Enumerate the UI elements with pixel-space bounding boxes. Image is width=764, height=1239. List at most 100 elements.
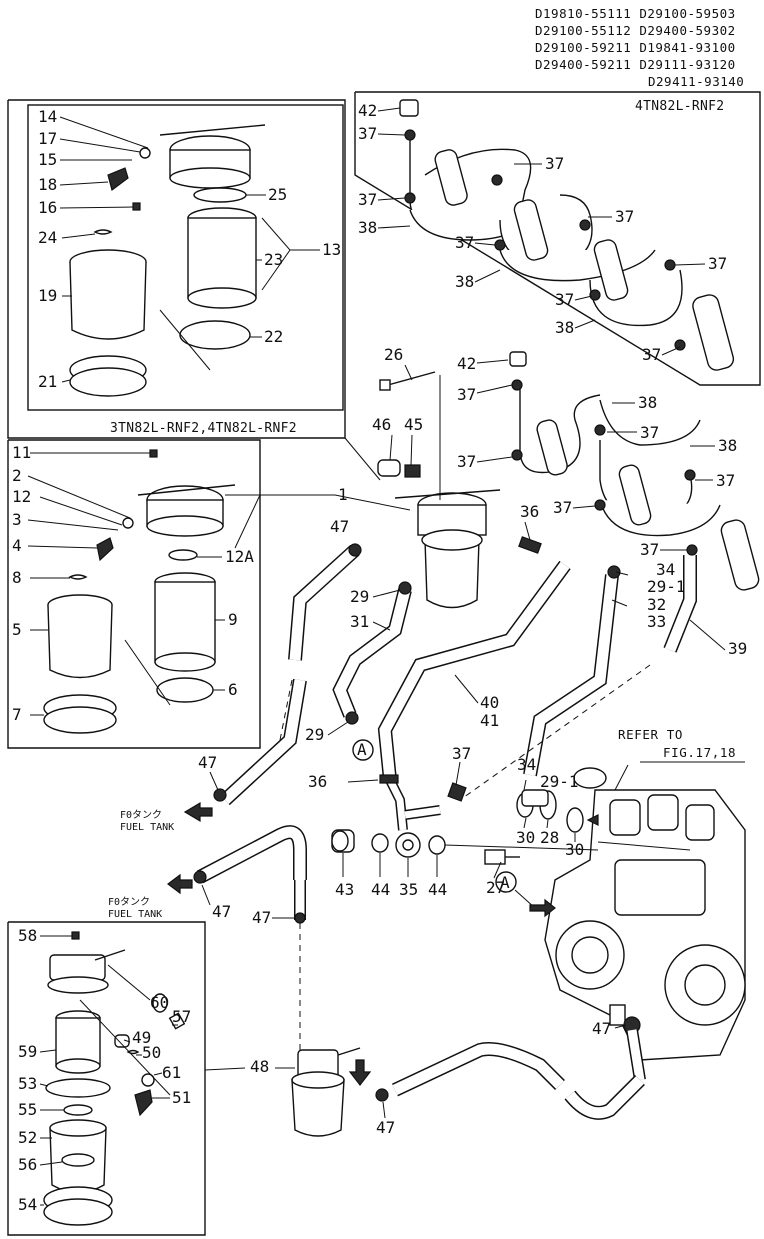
label-43: 43 [335,880,354,899]
hose-39-inner [664,555,696,653]
clamp [674,339,686,351]
lever-51 [134,1089,153,1117]
leader [689,619,726,651]
clamp-45 [404,464,421,478]
pump-element [647,794,679,831]
label-5: 5 [12,620,22,639]
pump-cover [614,859,706,916]
cock-lever [107,167,129,192]
model-label-4tn82l: 4TN82L-RNF2 [635,99,724,114]
leader [377,107,401,112]
clamp [579,219,591,231]
clamp [494,239,506,251]
pump-element [685,804,715,841]
label-57: 57 [172,1007,191,1026]
part-code-line-1: D19810-55111 D29100-59503 [535,6,736,21]
governor-inner [684,964,726,1006]
label-35: 35 [399,880,418,899]
bolt-26-head [379,379,391,391]
label-12a: 12A [225,547,254,566]
label-36: 36 [520,502,539,521]
refer-to-line2: FIG.17,18 [663,745,736,760]
label-38: 38 [638,393,657,412]
water-separator-assembly: 48 47 [204,1042,645,1137]
washer-44 [428,835,446,855]
label-37: 37 [716,471,735,490]
leader-1 [334,494,411,511]
label-37: 37 [708,254,727,273]
leader [611,599,628,607]
filter-box-inner [27,104,344,411]
pipe [599,399,701,446]
leader [454,674,479,704]
leader [661,346,681,356]
eye-joint-35-hole [402,839,414,851]
label-37: 37 [640,540,659,559]
callout-a2: A [500,873,510,892]
leader [201,884,211,906]
label-38: 38 [455,272,474,291]
leader-48 [204,1067,246,1071]
separator-box-48: 58 60 57 49 50 59 61 53 51 55 52 56 54 [7,921,206,1236]
label-58: 58 [18,926,37,945]
leader [153,1072,163,1076]
arrow-fuel-tank [183,801,213,823]
label-6: 6 [228,680,238,699]
label-37: 37 [642,345,661,364]
pipe [599,499,721,537]
o-ring-22 [179,320,251,350]
label-52: 52 [18,1128,37,1147]
arrow-fuel-tank [167,873,193,895]
cap-42 [399,99,419,117]
label-38: 38 [718,436,737,455]
leader [410,434,413,466]
spring-50 [126,1049,140,1055]
box-outline [354,91,761,386]
injection-pipe-box-4tn: 4TN82L-RNF2 42 [354,91,761,386]
label-9: 9 [228,610,238,629]
label-2: 2 [12,466,22,485]
label-49: 49 [132,1028,151,1047]
fuel-tank-en: FUEL TANK [120,822,174,833]
pump-element [609,799,641,836]
leader [39,1049,57,1053]
leader [27,475,131,519]
label-14: 14 [38,107,57,126]
injector-nozzle [692,294,735,371]
label-37: 37 [358,190,377,209]
leader [234,494,261,549]
label-31: 31 [350,612,369,631]
leader [572,505,596,509]
label-24: 24 [38,228,57,247]
fuel-tank-en: FUEL TANK [108,909,162,920]
label-25: 25 [268,185,287,204]
clamp-47 [193,870,207,884]
leader [614,1024,627,1029]
injector-nozzle [536,419,568,476]
cup-19 [69,261,147,340]
label-50: 50 [142,1043,161,1062]
label-33: 33 [647,612,666,631]
bolt [122,517,134,529]
leader [574,295,593,301]
label-21: 21 [38,372,57,391]
leader [61,233,96,239]
cock-lever [96,537,114,562]
washer-30 [566,807,584,833]
ring-nut-21-lower [69,367,147,397]
clamp [594,499,606,511]
label-44: 44 [428,880,447,899]
clamp-37 [447,782,467,802]
part-code-line-4: D29400-59211 D29111-93120 [535,57,736,72]
separator-pipe [94,949,126,961]
leader [523,817,527,829]
separator-ring [291,1071,345,1089]
label-29: 29 [350,587,369,606]
air-vent-screw [132,202,141,211]
injector-nozzle [618,464,652,526]
label-47: 47 [330,517,349,536]
label-48: 48 [250,1057,269,1076]
label-37: 37 [358,124,377,143]
leader [347,779,379,783]
pump-flange-inner [571,936,609,974]
